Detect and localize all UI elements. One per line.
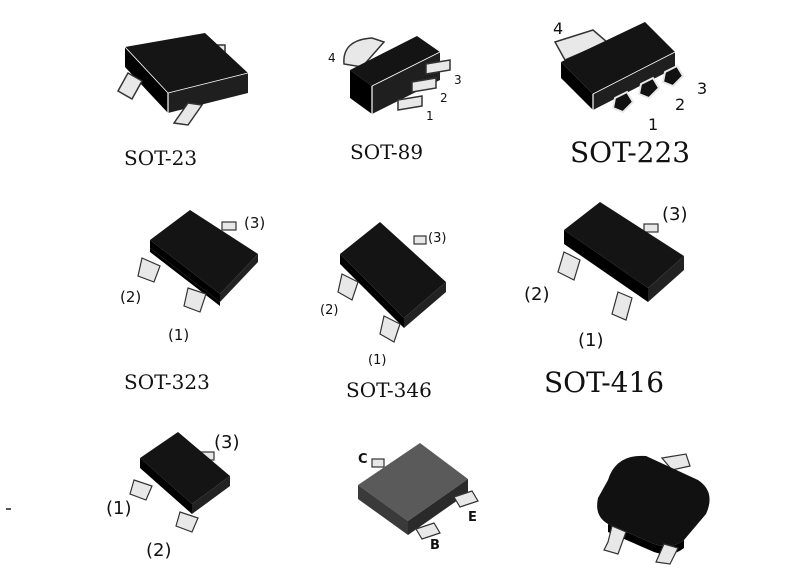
sot-416-package: (3) (2) (1) [524,202,688,351]
pin-label: (3) [428,231,446,246]
pin-label: (3) [244,214,265,232]
pin-label: 3 [454,73,462,87]
stray-mark [6,508,11,510]
sot-89-package: 4 3 2 1 [328,36,462,123]
three-pin-package: (3) (1) (2) [106,432,240,561]
sot-323-package: (3) (2) (1) [120,210,265,344]
pin-label: 4 [328,51,336,65]
pin-label: (2) [320,303,338,318]
package-label: SOT-23 [124,146,198,170]
pin-label: (2) [524,284,550,305]
pin-label: 2 [440,91,448,105]
pin-label: 3 [697,79,707,98]
pin-label: C [358,452,368,467]
sot-346-package: (3) (2) (1) [320,222,446,368]
package-label: SOT-416 [544,366,665,399]
pin-label: (1) [368,353,386,368]
pin-label: (1) [168,326,189,344]
pin-label: (1) [106,498,132,519]
pin-label: (2) [146,540,172,561]
transistor-package: C E B [358,443,479,553]
package-label: SOT-223 [570,136,691,169]
rounded-package [597,453,710,565]
pin-label: (3) [214,432,240,453]
sot-223-package: 4 3 2 1 [553,19,707,134]
pin-label: (3) [662,204,688,225]
package-label: SOT-89 [350,140,424,164]
sot-23-package [116,33,249,126]
pin-label: 1 [648,115,658,134]
package-label: SOT-346 [346,378,432,402]
pin-label: 2 [675,95,685,114]
pin-label: (1) [578,330,604,351]
pin-label: (2) [120,288,141,306]
pin-label: 1 [426,109,434,123]
package-label: SOT-323 [124,370,210,394]
pin-label: B [430,538,440,553]
pin-label: E [468,510,477,525]
pin-label: 4 [553,19,563,38]
